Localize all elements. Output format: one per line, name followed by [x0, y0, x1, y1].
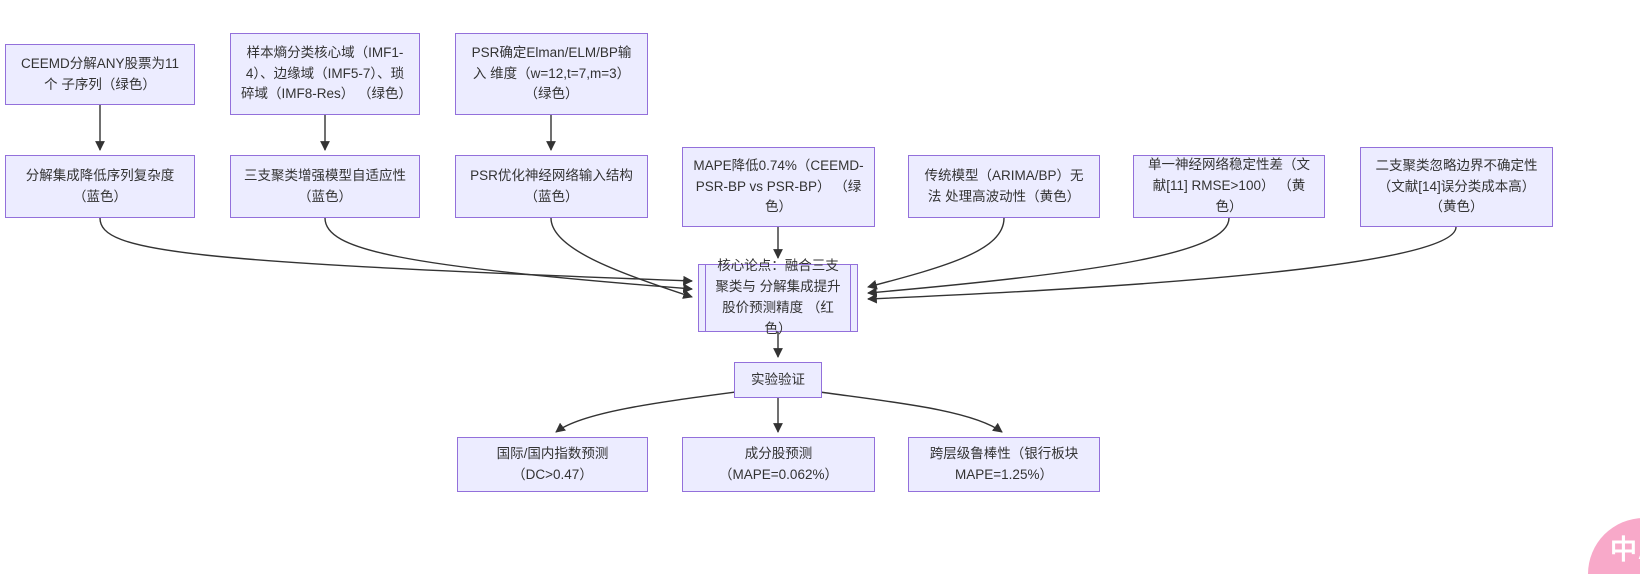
- edge-experiment-to-index: [555, 391, 737, 433]
- node-label: 传统模型（ARIMA/BP）无法 处理高波动性（黄色）: [924, 167, 1084, 204]
- node-psr-dimension: PSR确定Elman/ELM/BP输入 维度（w=12,t=7,m=3） （绿色…: [455, 33, 648, 115]
- edge-traditional-to-core: [867, 217, 1005, 290]
- edge-adaptive-to-core: [324, 217, 693, 294]
- node-psr-structure: PSR优化神经网络输入结构 （蓝色）: [455, 155, 648, 218]
- node-experiment: 实验验证: [734, 362, 822, 398]
- node-ceemd-decompose: CEEMD分解ANY股票为11个 子序列（绿色）: [5, 44, 195, 105]
- node-label: CEEMD分解ANY股票为11个 子序列（绿色）: [20, 55, 180, 92]
- translate-float-button[interactable]: 中A: [1588, 518, 1640, 574]
- node-label: PSR优化神经网络输入结构 （蓝色）: [470, 167, 633, 204]
- node-label: 单一神经网络稳定性差（文 献[11] RMSE>100） （黄色）: [1148, 157, 1310, 214]
- node-stock-prediction: 成分股预测 （MAPE=0.062%）: [682, 437, 875, 492]
- node-two-way-limit: 二支聚类忽略边界不确定性 （文献[14]误分类成本高） （黄色）: [1360, 147, 1553, 227]
- edge-twoway-to-core: [867, 226, 1457, 304]
- node-decompose-complexity: 分解集成降低序列复杂度 （蓝色）: [5, 155, 195, 218]
- subroutine-bar-left: [705, 265, 706, 331]
- node-robustness: 跨层级鲁棒性（银行板块 MAPE=1.25%）: [908, 437, 1100, 492]
- node-index-prediction: 国际/国内指数预测 （DC>0.47）: [457, 437, 648, 492]
- node-label: 三支聚类增强模型自适应性 （蓝色）: [244, 167, 406, 204]
- node-label: 实验验证: [751, 371, 805, 387]
- node-label: PSR确定Elman/ELM/BP输入 维度（w=12,t=7,m=3） （绿色…: [471, 44, 632, 102]
- node-label: 成分股预测 （MAPE=0.062%）: [719, 445, 838, 482]
- node-traditional-limit: 传统模型（ARIMA/BP）无法 处理高波动性（黄色）: [908, 155, 1100, 218]
- node-label: 国际/国内指数预测 （DC>0.47）: [496, 445, 609, 482]
- edge-structure-to-core: [550, 217, 693, 299]
- node-label: 分解集成降低序列复杂度 （蓝色）: [25, 167, 175, 204]
- node-label: 样本熵分类核心域（IMF1-4）、边缘域（IMF5-7）、琐碎域（IMF8-Re…: [241, 44, 413, 102]
- node-mape-reduce: MAPE降低0.74%（CEEMD-PSR-BP vs PSR-BP） （绿色）: [682, 147, 875, 227]
- node-label: 跨层级鲁棒性（银行板块 MAPE=1.25%）: [929, 445, 1079, 482]
- node-core-thesis: 核心论点：融合三支聚类与 分解集成提升股价预测精度 （红色）: [698, 258, 858, 336]
- node-three-way-adaptive: 三支聚类增强模型自适应性 （蓝色）: [230, 155, 420, 218]
- node-label: 二支聚类忽略边界不确定性 （文献[14]误分类成本高） （黄色）: [1375, 157, 1538, 215]
- node-label: 核心论点：融合三支聚类与 分解集成提升股价预测精度 （红色）: [715, 258, 841, 336]
- edge-experiment-to-robustness: [819, 391, 1003, 433]
- translate-badge-label: 中A: [1610, 535, 1640, 565]
- node-single-nn-unstable: 单一神经网络稳定性差（文 献[11] RMSE>100） （黄色）: [1133, 155, 1325, 218]
- edge-singlenn-to-core: [867, 217, 1230, 298]
- node-label: MAPE降低0.74%（CEEMD-PSR-BP vs PSR-BP） （绿色）: [693, 157, 864, 215]
- node-sample-entropy: 样本熵分类核心域（IMF1-4）、边缘域（IMF5-7）、琐碎域（IMF8-Re…: [230, 33, 420, 115]
- subroutine-bar-right: [850, 265, 851, 331]
- edge-complexity-to-core: [99, 217, 693, 286]
